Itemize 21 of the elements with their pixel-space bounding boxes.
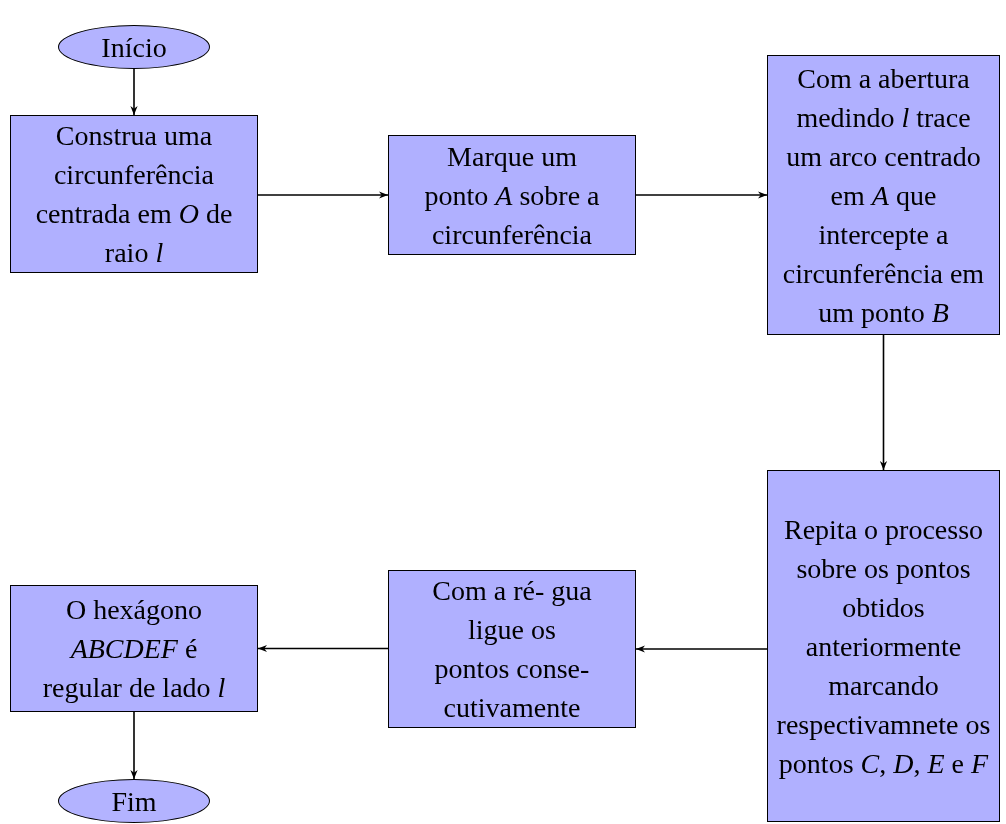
step-text: Com a abertura medindo l trace um arco centrado em A que intercepte a circunferência em um ponto B	[781, 61, 986, 330]
step-text: Repita o processo sobre os pontos obtidos anteriormente marcando respectivamnete os pontos C, D, E e F	[775, 512, 992, 781]
process-box	[388, 570, 636, 728]
arrow	[879, 334, 888, 471]
step-text: Início	[100, 30, 168, 65]
step-text: Construa uma circunferência centrada em O de raio l	[34, 119, 234, 270]
arrow	[635, 645, 768, 653]
process-box	[10, 585, 258, 712]
process-box	[388, 135, 636, 255]
arrow	[257, 191, 389, 199]
process-box	[767, 55, 1000, 335]
step-text: Marque um ponto A sobre a circunferência	[423, 139, 601, 252]
process-box	[767, 470, 1000, 822]
step-text: O hexágono ABCDEF é regular de lado l	[41, 593, 227, 705]
arrow	[130, 711, 138, 780]
step-text: Com a ré- gua ligue os pontos conse- cutivamente	[431, 574, 593, 725]
arrow	[130, 68, 138, 116]
step-text: Fim	[110, 784, 158, 819]
arrow	[635, 191, 768, 199]
process-box	[10, 115, 258, 273]
arrow	[257, 644, 389, 653]
